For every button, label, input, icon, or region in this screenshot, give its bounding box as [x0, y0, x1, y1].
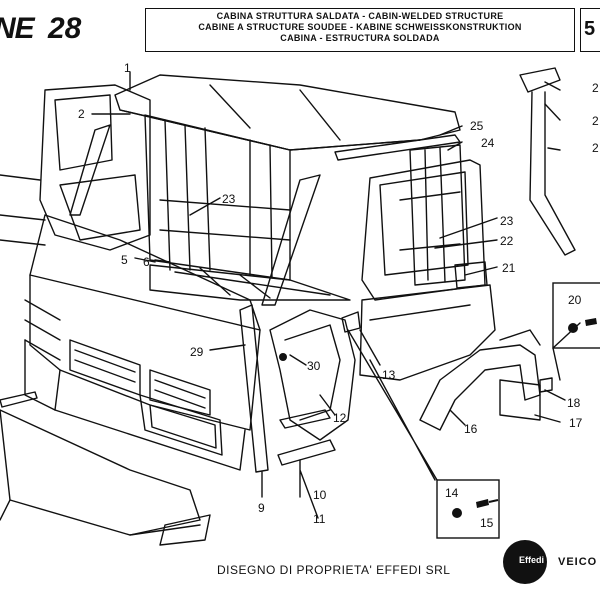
callout-label: 22 [500, 234, 514, 248]
bolt-30-icon [279, 353, 287, 361]
callout-labels: 1 2 2 2 2 25 24 23 23 22 21 5 6 20 29 30… [78, 61, 599, 530]
callout-label: 18 [567, 396, 581, 410]
brand-logo: NE [0, 12, 35, 45]
callout-label: 17 [569, 416, 583, 430]
callout-label: 20 [568, 293, 582, 307]
callout-label: 2 [592, 141, 599, 155]
page-header: NE 28 CABINA STRUTTURA SALDATA - CABIN-W… [0, 0, 600, 55]
callout-label: 29 [190, 345, 204, 359]
detail-box-20 [552, 282, 600, 349]
callout-label: 2 [592, 114, 599, 128]
callout-label: 11 [313, 512, 326, 526]
callout-label: 13 [382, 368, 396, 382]
callout-label: 5 [121, 253, 128, 267]
title-box: CABINA STRUTTURA SALDATA - CABIN-WELDED … [145, 8, 575, 52]
callout-label: 9 [258, 501, 265, 515]
effedi-logo: Effedi [503, 540, 547, 584]
title-line-1: CABINA STRUTTURA SALDATA - CABIN-WELDED … [216, 11, 504, 21]
logo-text: Effedi [519, 555, 545, 565]
bolt-15-icon [476, 499, 489, 508]
title-line-3: CABINA - ESTRUCTURA SOLDADA [280, 33, 440, 43]
nut-14-icon [452, 508, 462, 518]
corner-label: 5 [584, 18, 596, 40]
callout-label: 2 [592, 81, 599, 95]
corner-box: 5 [580, 8, 600, 52]
callout-label: 25 [470, 119, 484, 133]
callout-label: 21 [502, 261, 516, 275]
detail-box-14-15 [436, 479, 500, 539]
callout-label: 15 [480, 516, 494, 530]
detail-fasteners [279, 318, 597, 518]
callout-label: 1 [124, 61, 131, 75]
detail-boxes [436, 282, 600, 539]
company-name-partial: VEICO [558, 556, 598, 568]
callout-label: 12 [333, 411, 347, 425]
callout-label: 30 [307, 359, 321, 373]
ownership-notice: DISEGNO DI PROPRIETA' EFFEDI SRL [217, 563, 451, 577]
callout-label: 16 [464, 422, 478, 436]
callout-label: 10 [313, 488, 327, 502]
nut-20-icon [568, 323, 578, 333]
title-line-2: CABINE A STRUCTURE SOUDEE - KABINE SCHWE… [198, 22, 522, 32]
callout-label: 23 [222, 192, 236, 206]
callout-label: 2 [78, 107, 85, 121]
bolt-20-icon [585, 318, 597, 326]
callout-label: 6 [143, 255, 150, 269]
cab-linework [0, 67, 581, 546]
callout-label: 24 [481, 136, 495, 150]
callout-label: 14 [445, 486, 459, 500]
callout-label: 23 [500, 214, 514, 228]
page-number: 28 [48, 12, 82, 45]
